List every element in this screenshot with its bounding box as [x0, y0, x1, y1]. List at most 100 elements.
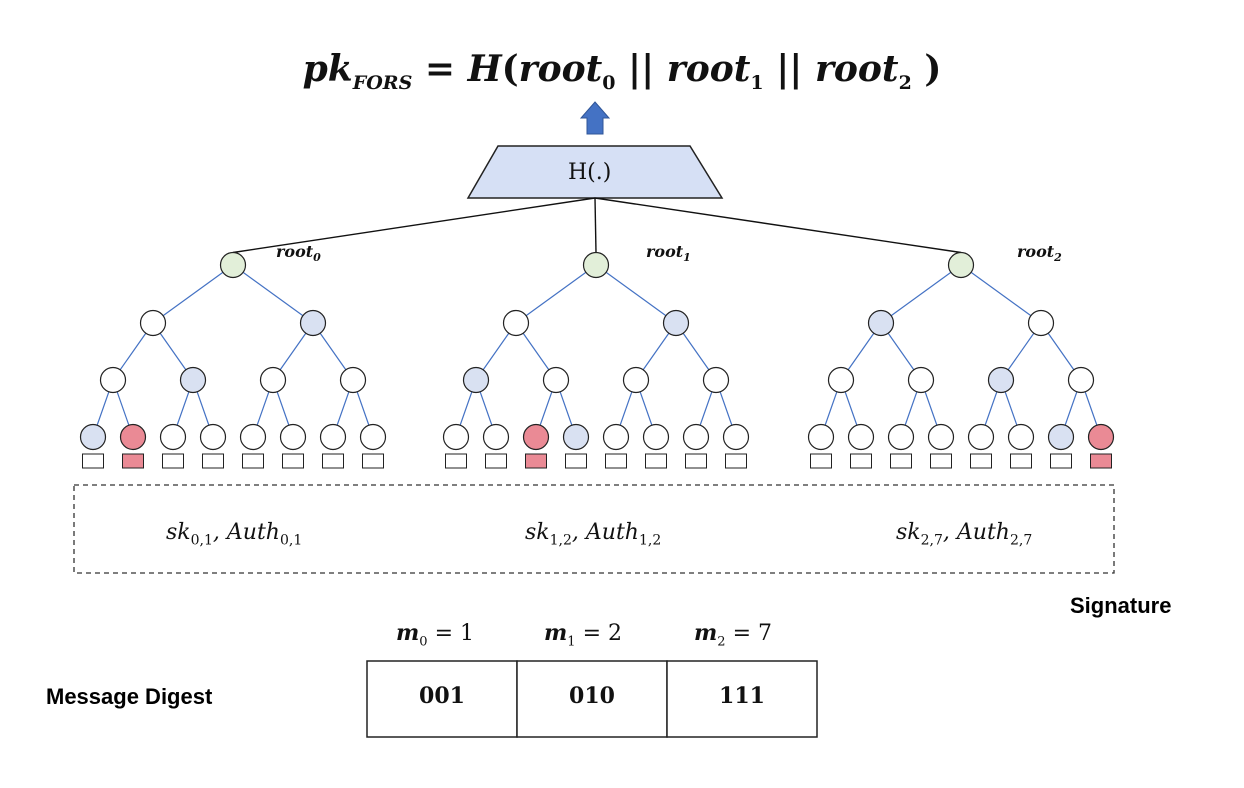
selected-secret-key	[1090, 453, 1112, 469]
hash-function-box	[466, 145, 724, 199]
m-index-0: m0 = 1	[396, 620, 474, 650]
auth-path-node	[562, 423, 590, 451]
message-digest-label: Message Digest	[46, 684, 213, 709]
tree-node	[99, 366, 127, 394]
secret-key	[322, 453, 344, 469]
root-label-2: root2	[1017, 242, 1062, 265]
secret-key	[565, 453, 587, 469]
secret-key	[282, 453, 304, 469]
root-node	[947, 251, 975, 279]
tree-node	[259, 366, 287, 394]
auth-path-node	[79, 423, 107, 451]
signature-entry-1: sk1,2, Auth1,2	[525, 520, 662, 549]
secret-key	[162, 453, 184, 469]
secret-key	[445, 453, 467, 469]
tree-node	[907, 366, 935, 394]
secret-key	[362, 453, 384, 469]
m-index-1: m1 = 2	[544, 620, 622, 650]
selected-secret-key	[122, 453, 144, 469]
hash-label: H(.)	[568, 160, 612, 185]
tree-edge	[152, 264, 234, 324]
tree-edge	[960, 264, 1042, 324]
tree-node	[239, 423, 267, 451]
auth-path-node	[987, 366, 1015, 394]
tree-node	[359, 423, 387, 451]
secret-key	[242, 453, 264, 469]
tree-node	[1027, 309, 1055, 337]
tree-node	[847, 423, 875, 451]
secret-key	[725, 453, 747, 469]
selected-leaf-node	[1087, 423, 1115, 451]
secret-key	[1010, 453, 1032, 469]
root-node	[582, 251, 610, 279]
tree-node	[199, 423, 227, 451]
tree-node	[602, 423, 630, 451]
tree-node	[482, 423, 510, 451]
auth-path-node	[179, 366, 207, 394]
tree-node	[1007, 423, 1035, 451]
tree-node	[139, 309, 167, 337]
digest-bits-1: 010	[569, 683, 615, 709]
tree-node	[722, 423, 750, 451]
auth-path-node	[1047, 423, 1075, 451]
root-to-hash-edge	[594, 197, 962, 254]
auth-path-node	[662, 309, 690, 337]
tree-node	[702, 366, 730, 394]
root-label-0: root0	[276, 242, 321, 265]
tree-edge	[232, 264, 314, 324]
tree-edge	[515, 264, 597, 324]
m-index-2: m2 = 7	[694, 620, 772, 650]
secret-key	[810, 453, 832, 469]
selected-leaf-node	[522, 423, 550, 451]
tree-node	[967, 423, 995, 451]
signature-label: Signature	[1070, 593, 1172, 618]
tree-node	[319, 423, 347, 451]
tree-edge	[595, 264, 677, 324]
digest-cell-2	[666, 660, 818, 738]
root-to-hash-edge	[594, 197, 597, 253]
tree-edge	[880, 264, 962, 324]
signature-box	[73, 484, 1115, 574]
pk-symbol: pk	[302, 48, 353, 90]
tree-node	[807, 423, 835, 451]
tree-node	[827, 366, 855, 394]
secret-key	[82, 453, 104, 469]
tree-node	[159, 423, 187, 451]
secret-key	[1050, 453, 1072, 469]
secret-key	[605, 453, 627, 469]
auth-path-node	[462, 366, 490, 394]
secret-key	[970, 453, 992, 469]
signature-entry-2: sk2,7, Auth2,7	[896, 520, 1033, 549]
root-node	[219, 251, 247, 279]
tree-node	[542, 366, 570, 394]
up-arrow-icon	[579, 101, 611, 135]
tree-node	[339, 366, 367, 394]
tree-node	[887, 423, 915, 451]
tree-node	[682, 423, 710, 451]
tree-node	[927, 423, 955, 451]
digest-bits-0: 001	[419, 683, 465, 709]
digest-bits-2: 111	[719, 683, 765, 709]
tree-node	[502, 309, 530, 337]
secret-key	[645, 453, 667, 469]
secret-key	[890, 453, 912, 469]
tree-node	[622, 366, 650, 394]
selected-leaf-node	[119, 423, 147, 451]
auth-path-node	[299, 309, 327, 337]
secret-key	[485, 453, 507, 469]
auth-path-node	[867, 309, 895, 337]
tree-node	[642, 423, 670, 451]
tree-node	[279, 423, 307, 451]
signature-entry-0: sk0,1, Auth0,1	[166, 520, 303, 549]
tree-node	[1067, 366, 1095, 394]
secret-key	[930, 453, 952, 469]
secret-key	[202, 453, 224, 469]
tree-node	[442, 423, 470, 451]
selected-secret-key	[525, 453, 547, 469]
root-label-1: root1	[646, 242, 691, 265]
pk-fors-formula: pkFORS = H(root0 || root1 || root2 )	[302, 48, 942, 95]
digest-cell-0	[366, 660, 518, 738]
secret-key	[685, 453, 707, 469]
secret-key	[850, 453, 872, 469]
